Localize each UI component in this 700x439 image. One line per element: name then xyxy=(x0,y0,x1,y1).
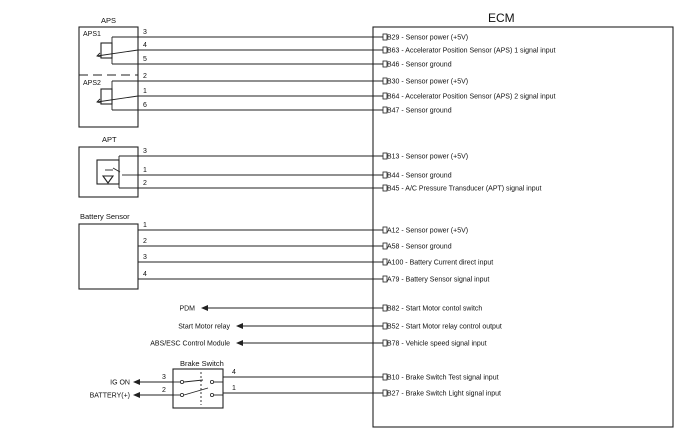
brake-switch-box xyxy=(172,368,224,409)
ecm-pin-label: A100 - Battery Current direct input xyxy=(387,260,493,267)
wire-number: 2 xyxy=(143,73,147,80)
battery-sensor-box xyxy=(78,223,139,290)
ecm-pin-label: A58 - Sensor ground xyxy=(387,244,452,251)
left-arrow-icon xyxy=(236,340,243,346)
wire-number: 3 xyxy=(143,254,147,261)
ecm-pin-terminal xyxy=(382,389,388,397)
aps1-potentiometer-icon xyxy=(96,36,139,65)
ecm-pin-label: B10 - Brake Switch Test signal input xyxy=(387,375,499,382)
wire-number: 5 xyxy=(143,56,147,63)
ecm-pin-label: B27 - Brake Switch Light signal input xyxy=(387,391,501,398)
ecm-pin-terminal xyxy=(382,226,388,234)
ecm-pin-terminal xyxy=(382,77,388,85)
ecm-pin-terminal xyxy=(382,184,388,192)
ecm-pin-label: B45 - A/C Pressure Transducer (APT) sign… xyxy=(387,186,542,193)
ecm-pin-label: B46 - Sensor ground xyxy=(387,62,452,69)
ecm-pin-terminal xyxy=(382,60,388,68)
wire-number: 4 xyxy=(232,369,236,376)
wire-number: 2 xyxy=(143,180,147,187)
ecm-pin-terminal xyxy=(382,33,388,41)
apt-title: APT xyxy=(102,135,117,144)
wire-number: 3 xyxy=(162,374,166,381)
ecm-pin-terminal xyxy=(382,322,388,330)
brake-switch-contacts-icon xyxy=(173,372,223,405)
wire-number: 2 xyxy=(162,387,166,394)
left-arrow-icon xyxy=(201,305,208,311)
output-destination-label: ABS/ESC Control Module xyxy=(150,341,230,348)
brake-source-label: BATTERY(+) xyxy=(90,393,130,400)
ecm-pin-terminal xyxy=(382,304,388,312)
ecm-pin-terminal xyxy=(382,152,388,160)
wire-number: 1 xyxy=(143,222,147,229)
aps2-label: APS2 xyxy=(83,80,101,87)
wire-number: 4 xyxy=(143,271,147,278)
ecm-pin-terminal xyxy=(382,46,388,54)
ecm-pin-label: A12 - Sensor power (+5V) xyxy=(387,228,468,235)
brake-source-label: IG ON xyxy=(110,380,130,387)
wire-number: 6 xyxy=(143,102,147,109)
wire-number: 4 xyxy=(143,42,147,49)
output-destination-label: PDM xyxy=(179,306,195,313)
ecm-pin-label: B29 - Sensor power (+5V) xyxy=(387,35,468,42)
ecm-pin-terminal xyxy=(382,373,388,381)
ecm-pin-terminal xyxy=(382,106,388,114)
wire-number: 3 xyxy=(143,29,147,36)
ecm-pin-terminal xyxy=(382,275,388,283)
aps1-label: APS1 xyxy=(83,31,101,38)
ecm-box xyxy=(372,26,674,428)
ecm-pin-label: B82 - Start Motor contol switch xyxy=(387,306,482,313)
ecm-pin-terminal xyxy=(382,258,388,266)
wire-number: 3 xyxy=(143,148,147,155)
ecm-pin-label: B63 - Accelerator Position Sensor (APS) … xyxy=(387,48,556,55)
aps-box xyxy=(78,26,139,128)
wire-number: 1 xyxy=(143,88,147,95)
ecm-pin-label: B13 - Sensor power (+5V) xyxy=(387,154,468,161)
ecm-pin-label: B78 - Vehicle speed signal input xyxy=(387,341,487,348)
aps2-potentiometer-icon xyxy=(96,80,139,111)
ecm-pin-label: B47 - Sensor ground xyxy=(387,108,452,115)
ecm-pin-terminal xyxy=(382,92,388,100)
aps-title: APS xyxy=(101,16,116,25)
left-arrow-icon xyxy=(133,379,140,385)
ecm-pin-label: B64 - Accelerator Position Sensor (APS) … xyxy=(387,94,556,101)
ecm-pin-terminal xyxy=(382,242,388,250)
left-arrow-icon xyxy=(236,323,243,329)
left-arrow-icon xyxy=(133,392,140,398)
brake-switch-title: Brake Switch xyxy=(180,359,224,368)
ecm-pin-label: B52 - Start Motor relay control output xyxy=(387,324,502,331)
battery-sensor-title: Battery Sensor xyxy=(80,212,130,221)
ecm-pin-label: B30 - Sensor power (+5V) xyxy=(387,79,468,86)
output-destination-label: Start Motor relay xyxy=(178,324,230,331)
ecm-pin-terminal xyxy=(382,339,388,347)
ecm-pin-terminal xyxy=(382,171,388,179)
wire-number: 1 xyxy=(232,385,236,392)
ecm-title: ECM xyxy=(488,11,515,25)
pressure-transducer-icon xyxy=(96,155,138,189)
wire-number: 2 xyxy=(143,238,147,245)
ecm-pin-label: B44 - Sensor ground xyxy=(387,173,452,180)
ecm-pin-label: A79 - Battery Sensor signal input xyxy=(387,277,489,284)
wire-number: 1 xyxy=(143,167,147,174)
